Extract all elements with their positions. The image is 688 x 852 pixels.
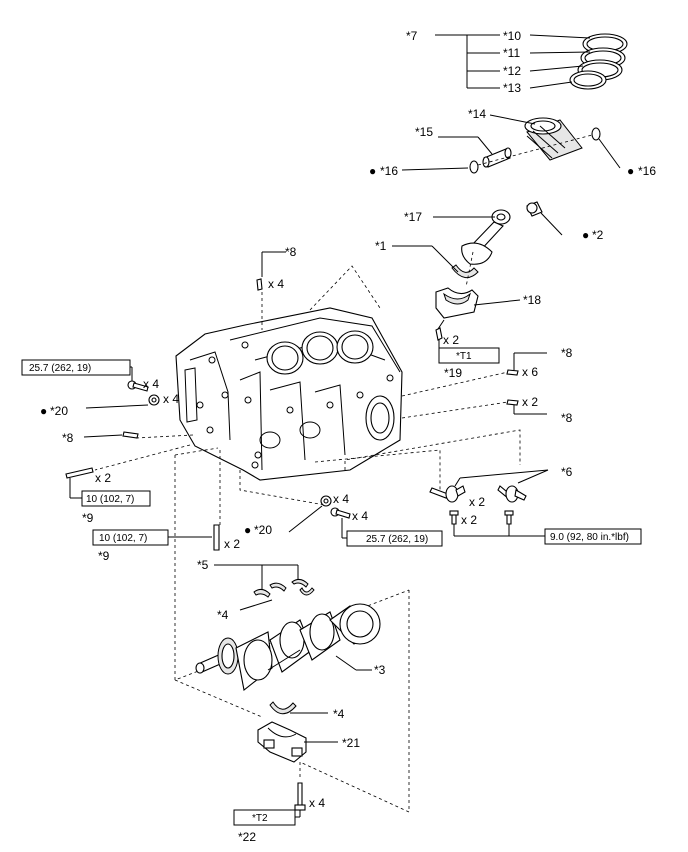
callout-18: *18 [523, 293, 541, 307]
callout-17: *17 [404, 210, 422, 224]
callout-11: *11 [503, 46, 520, 60]
bearing-cap-bolt-left [127, 380, 149, 392]
torque-mid-value: 25.7 (262, 19) [366, 534, 428, 545]
qty-9-left: x 2 [95, 471, 111, 485]
piston-pin-bushing [526, 201, 543, 217]
piston-axis-line [477, 134, 593, 166]
torque-oil-jet-value: 9.0 (92, 80 in.*lbf) [550, 532, 629, 543]
callout-16-left: *16 [380, 164, 398, 178]
callout-8-right-1: *8 [561, 346, 573, 360]
qty-8-right-1: x 6 [522, 365, 538, 379]
bullet-16-left: ● [369, 164, 376, 178]
callout-14: *14 [468, 107, 486, 121]
crankshaft-bearing-cap [257, 721, 307, 763]
snap-ring-right [591, 127, 601, 141]
bullet-20-left: ● [40, 404, 47, 418]
callout-2: *2 [592, 228, 604, 242]
crankshaft [195, 603, 381, 691]
piston-ring-set [569, 33, 628, 90]
seal-washer-left [148, 394, 160, 406]
callout-20-mid: *20 [254, 523, 272, 537]
callout-4-upper: *4 [217, 608, 229, 622]
callout-16-right: *16 [638, 164, 656, 178]
stud-bolt-left [65, 467, 94, 479]
qty-rod-bolt: x 2 [443, 333, 459, 347]
callout-9-mid: *9 [98, 549, 110, 563]
torque-box-oil-jet [544, 528, 642, 545]
connecting-rod-bearing-upper [451, 264, 479, 279]
dowel-pin-top [256, 278, 263, 291]
torque-box-t1 [438, 347, 500, 364]
torque-box-t2 [233, 809, 296, 826]
thrust-washer-set [253, 578, 315, 598]
dowel-pin-left [122, 431, 139, 439]
callout-8-right-2: *8 [561, 411, 573, 425]
qty-8-top: x 4 [268, 277, 284, 291]
callout-6: *6 [561, 465, 573, 479]
torque-box-stud-left [81, 490, 151, 507]
qty-9-mid: x 2 [224, 537, 240, 551]
oil-jet-bolt-right [504, 510, 514, 525]
torque-t1-label: *T1 [456, 351, 472, 362]
oil-jet-right [497, 485, 527, 503]
torque-stud-left-value: 10 (102, 7) [86, 494, 134, 505]
qty-20-mid: x 4 [333, 492, 349, 506]
stud-bolt-mid [213, 524, 220, 551]
callout-19: *19 [444, 366, 462, 380]
callout-9-left: *9 [82, 511, 94, 525]
snap-ring-left [469, 160, 479, 174]
seal-washer-mid [320, 495, 332, 507]
dowel-pin-right-1 [506, 369, 519, 376]
connecting-rod [461, 209, 511, 265]
cylinder-block [175, 307, 403, 481]
callout-15: *15 [415, 125, 433, 139]
callout-4-lower: *4 [333, 707, 345, 721]
torque-box-mid [346, 530, 443, 547]
bearing-cap-bolt-lower [294, 782, 306, 811]
ring-leader-lines [435, 34, 591, 89]
bullet-2: ● [582, 228, 589, 242]
callout-3: *3 [374, 663, 386, 677]
callout-7: *7 [406, 29, 418, 43]
torque-t2-label: *T2 [252, 813, 268, 824]
dowel-pin-right-2 [506, 399, 519, 406]
rod-cap-bolts [435, 319, 445, 341]
piston-pin [482, 147, 512, 168]
bullet-16-right: ● [627, 164, 634, 178]
callout-21: *21 [342, 736, 360, 750]
callout-1: *1 [375, 239, 387, 253]
bearing-cap-bolt-mid [330, 507, 351, 519]
callout-8-top: *8 [285, 245, 297, 259]
qty-6b: x 2 [461, 513, 477, 527]
torque-stud-mid-value: 10 (102, 7) [99, 533, 147, 544]
qty-bolt-mid: x 4 [352, 509, 368, 523]
connecting-rod-cap [435, 287, 479, 319]
callout-13: *13 [503, 81, 521, 95]
qty-22: x 4 [309, 796, 325, 810]
main-bearing-lower [269, 701, 297, 715]
piston [524, 117, 583, 161]
torque-left-value: 25.7 (262, 19) [29, 363, 91, 374]
qty-bolt-left: x 4 [143, 377, 159, 391]
callout-22: *22 [238, 830, 256, 844]
callout-8-left: *8 [62, 431, 74, 445]
qty-8-right-2: x 2 [522, 395, 538, 409]
callout-10: *10 [503, 29, 521, 43]
callout-20-left: *20 [50, 404, 68, 418]
qty-20-left: x 4 [163, 392, 179, 406]
callout-12: *12 [503, 64, 521, 78]
oil-jet-left [429, 485, 466, 503]
callout-5: *5 [197, 558, 209, 572]
bullet-20-mid: ● [244, 523, 251, 537]
oil-jet-bolt-left [449, 510, 459, 525]
qty-6a: x 2 [469, 495, 485, 509]
